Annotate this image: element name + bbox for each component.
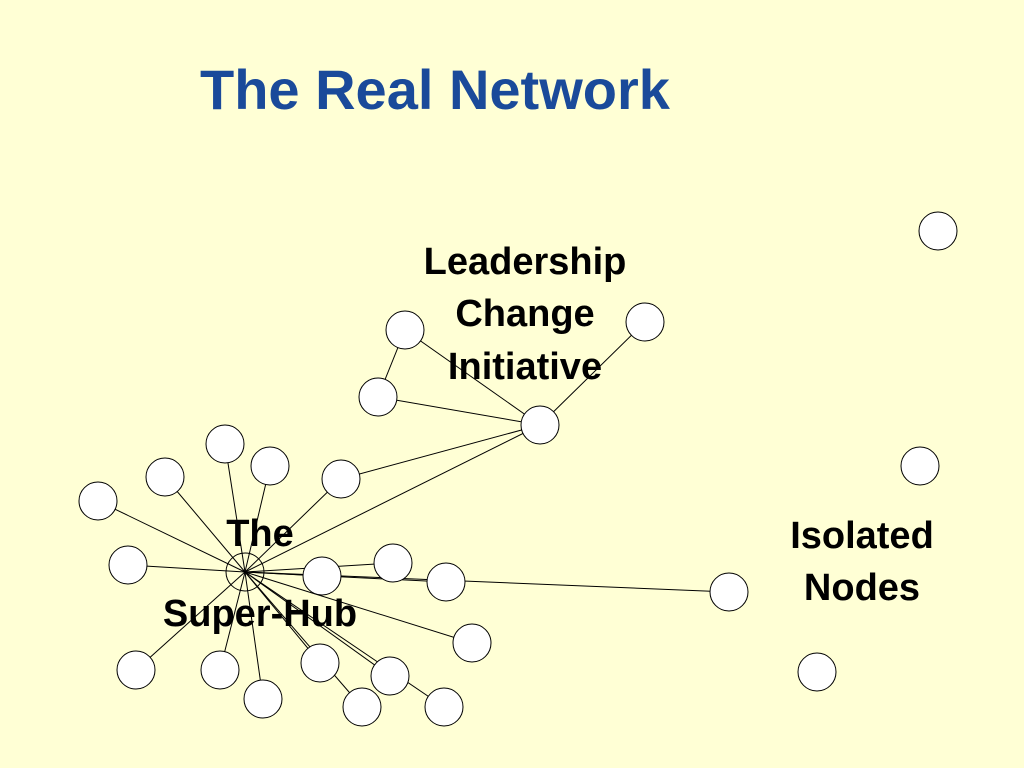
isolated-label-line-2: Nodes [803,567,921,610]
node-h11 [116,650,156,690]
super-hub-label-line-2: Super-Hub [162,593,358,635]
edge-hub-h13 [244,571,264,700]
super-hub-node [225,552,265,592]
edge-hub-h11 [135,571,246,671]
edge-l1-lead [404,329,541,426]
edge-hub-lead [244,424,541,573]
leadership-label-line-1: Leadership [423,241,627,283]
edge-hub-h2 [164,476,246,573]
node-l3 [358,377,398,417]
node-h16 [370,656,410,696]
isolated-label-line-1: Isolated [790,515,934,557]
leadership-label-line-3: Initiative [447,345,603,388]
node-h5 [321,459,361,499]
edge-hub-h15 [244,571,363,708]
node-h3 [250,446,290,486]
super-hub-label-line-1: The [226,513,294,555]
nodes-layer [78,211,958,727]
node-h7 [302,556,342,596]
isolated-node-1 [918,211,958,251]
edge-l2-lead [539,321,646,426]
edge-hub-h5 [244,478,342,573]
leadership-change-initiative-label: Leadership Change Initiative [395,236,655,393]
edge-hub-h1 [224,443,246,573]
isolated-node-3 [797,652,837,692]
node-h12 [200,650,240,690]
edge-l3-lead [377,396,541,426]
edge-hub-h10 [244,571,473,644]
node-h10 [452,623,492,663]
page-title: The Real Network [200,58,670,121]
node-h14 [300,643,340,683]
node-h2 [145,457,185,497]
node-h4 [78,481,118,521]
node-h8 [373,543,413,583]
edge-hub-h17 [244,571,445,708]
isolated-node-2 [900,446,940,486]
edge-hub-h16 [244,571,391,677]
node-h13 [243,679,283,719]
node-l1 [385,310,425,350]
leadership-node [520,405,560,445]
node-h1 [205,424,245,464]
node-h17 [424,687,464,727]
leadership-label-line-2: Change [455,293,595,336]
node-h6 [108,545,148,585]
node-h15 [342,687,382,727]
isolated-nodes-label: Isolated Nodes [762,510,962,615]
edge-hub-h4 [97,500,246,573]
node-l2 [625,302,665,342]
edge-h5-lead [340,424,541,480]
edge-hub-h6 [127,564,246,573]
node-h9 [426,562,466,602]
node-far [709,572,749,612]
